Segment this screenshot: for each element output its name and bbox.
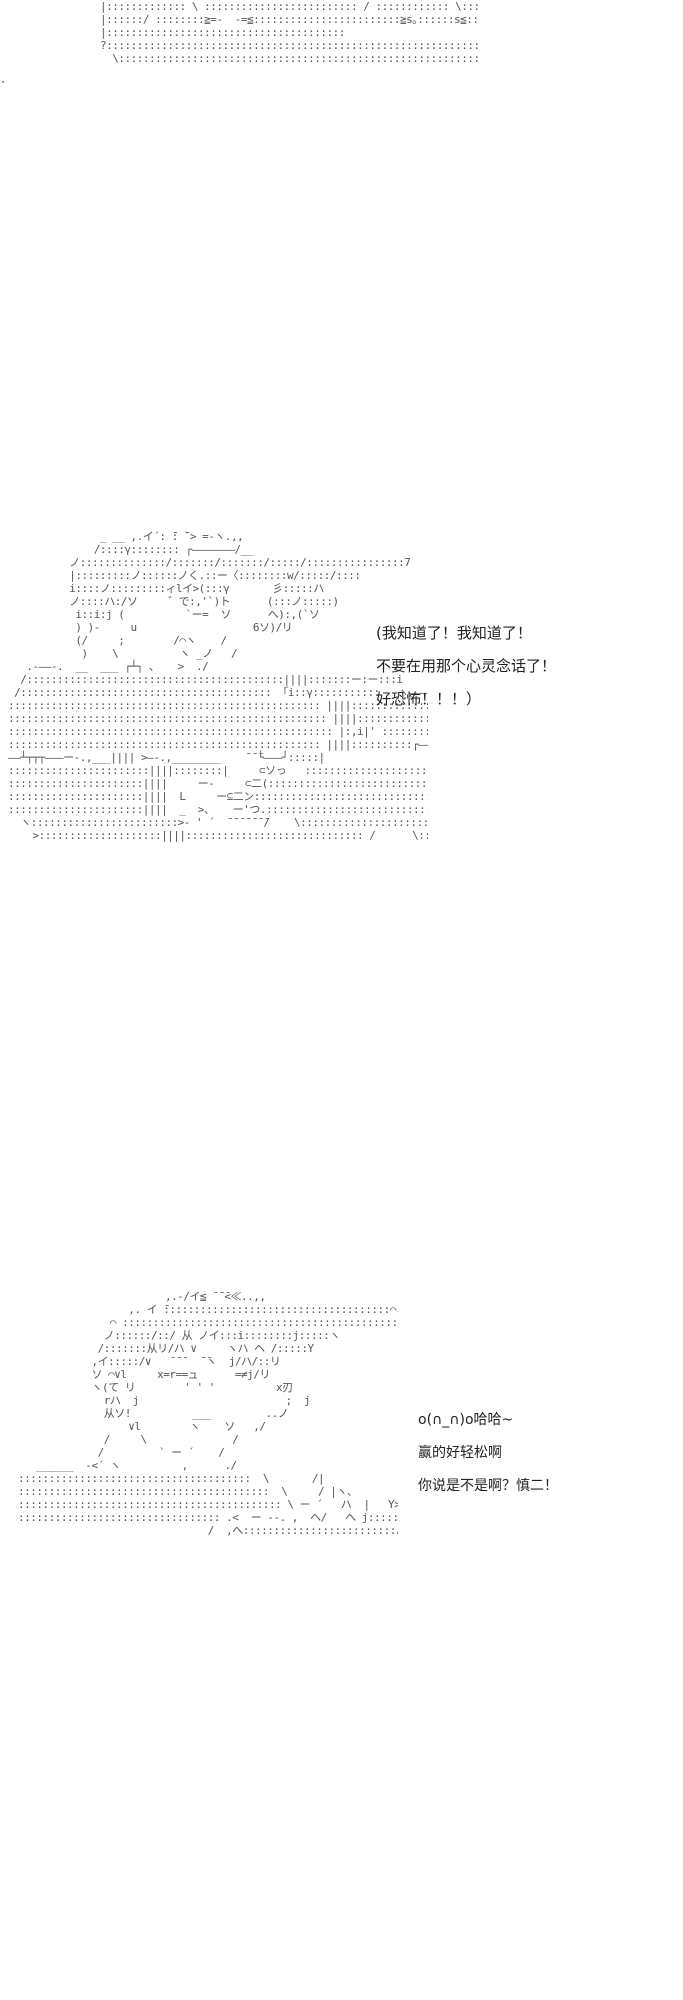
ascii-art-top-fragment: |::::::::::::: \ :::::::::::::::::::::::… xyxy=(100,0,480,65)
dialogue-line: 好恐怖！！！） xyxy=(376,690,482,708)
ascii-art-frightened-character: _ __ ,.イ´: ̄: ̄`> =-ヽ.,, /::::γ:::::::: … xyxy=(8,530,428,842)
dialogue-box-2: o(∩_∩)o哈哈~ 赢的好轻松啊 你说是不是啊？慎二！ xyxy=(418,1404,558,1503)
stray-mark xyxy=(2,81,4,83)
ascii-art-smug-character: ,.-/イ≦ ̄ ̄ ̄<≪..,, ,. イ ̄:::::::::::::::… xyxy=(18,1290,398,1537)
dialogue-line: 不要在用那个心灵念话了！ xyxy=(376,657,557,675)
dialogue-line: 你说是不是啊？慎二！ xyxy=(418,1478,558,1494)
dialogue-line: (我知道了！我知道了！ xyxy=(376,624,532,642)
dialogue-line: o(∩_∩)o哈哈~ xyxy=(418,1412,514,1428)
dialogue-line: 赢的好轻松啊 xyxy=(418,1445,502,1461)
dialogue-box-1: (我知道了！我知道了！ 不要在用那个心灵念话了！ 好恐怖！！！） xyxy=(376,617,556,716)
